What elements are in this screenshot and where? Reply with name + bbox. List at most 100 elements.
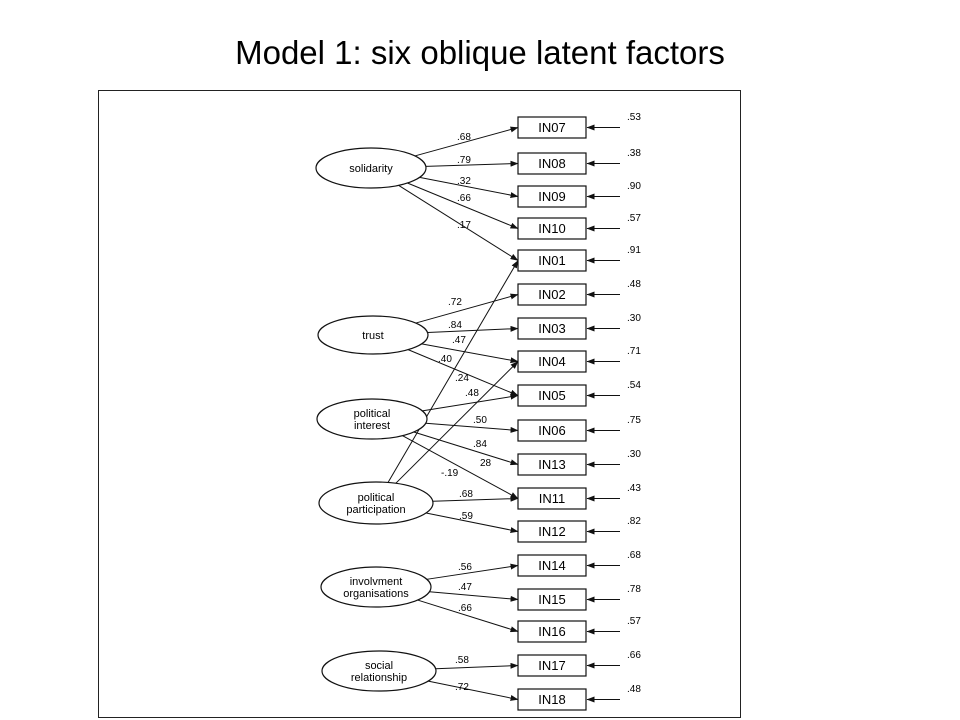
latent-ellipse xyxy=(315,147,427,189)
loading-path-solidarity-IN08 xyxy=(425,160,519,167)
indicator-IN15: IN15 xyxy=(517,588,587,611)
loading-path-trust-IN03 xyxy=(427,325,519,334)
indicator-box xyxy=(517,116,587,139)
loading-path-political_participation-IN01 xyxy=(387,260,519,483)
indicator-box xyxy=(517,453,587,476)
indicator-IN10: IN10 xyxy=(517,217,587,240)
loading-path-political_interest-IN13 xyxy=(413,431,519,466)
loading-path-political_interest-IN11 xyxy=(402,435,519,499)
loading-path-political_participation-IN12 xyxy=(425,512,519,533)
indicator-IN16: IN16 xyxy=(517,620,587,643)
error-variance: .53 xyxy=(627,112,641,123)
loading-path-trust-IN04 xyxy=(421,343,519,364)
loading-value: .66 xyxy=(457,193,471,204)
indicator-box xyxy=(517,217,587,240)
indicator-label: IN02 xyxy=(538,287,565,302)
indicator-label: IN05 xyxy=(538,388,565,403)
latent-ellipse xyxy=(320,566,432,608)
error-variance: .57 xyxy=(627,616,641,627)
latent-label: political xyxy=(358,492,395,504)
indicator-box xyxy=(517,620,587,643)
loading-path-political_interest-IN06 xyxy=(425,422,519,433)
loading-path-solidarity-IN09 xyxy=(419,176,519,199)
loading-value: .24 xyxy=(455,373,469,384)
indicator-IN07: IN07 xyxy=(517,116,587,139)
indicator-box xyxy=(517,249,587,272)
error-variance: .54 xyxy=(627,380,641,391)
loading-value: .47 xyxy=(458,582,472,593)
indicator-IN04: IN04 xyxy=(517,350,587,373)
indicator-label: IN03 xyxy=(538,321,565,336)
loading-value: .56 xyxy=(458,562,472,573)
latent-label: political xyxy=(354,408,391,420)
error-variance: .43 xyxy=(627,483,641,494)
indicator-label: IN18 xyxy=(538,692,565,707)
indicator-box xyxy=(517,185,587,208)
latent-label: participation xyxy=(346,504,405,516)
indicator-label: IN17 xyxy=(538,658,565,673)
indicator-IN17: IN17 xyxy=(517,654,587,677)
loading-path-political_participation-IN04 xyxy=(395,361,519,484)
error-variance: .90 xyxy=(627,181,641,192)
loading-value: .17 xyxy=(457,220,471,231)
latent-ellipse xyxy=(316,398,428,440)
indicator-label: IN12 xyxy=(538,524,565,539)
error-variance: .30 xyxy=(627,449,641,460)
loading-path-political_participation-IN11 xyxy=(432,495,519,502)
error-variance: .48 xyxy=(627,279,641,290)
indicator-label: IN14 xyxy=(538,558,565,573)
error-variance: .68 xyxy=(627,550,641,561)
loading-value: .72 xyxy=(455,682,469,693)
error-variance: .30 xyxy=(627,313,641,324)
loading-path-involvment_organisations-IN14 xyxy=(426,563,519,580)
indicator-label: IN13 xyxy=(538,457,565,472)
error-variance: .57 xyxy=(627,213,641,224)
indicator-label: IN15 xyxy=(538,592,565,607)
loading-path-solidarity-IN01 xyxy=(398,184,519,261)
indicator-box xyxy=(517,554,587,577)
error-variance: .71 xyxy=(627,346,641,357)
indicator-label: IN16 xyxy=(538,624,565,639)
error-variance: .38 xyxy=(627,148,641,159)
loading-path-solidarity-IN07 xyxy=(414,126,519,157)
loading-path-social_relationship-IN17 xyxy=(435,662,519,670)
indicator-IN03: IN03 xyxy=(517,317,587,340)
indicator-box xyxy=(517,283,587,306)
indicator-label: IN07 xyxy=(538,120,565,135)
error-paths xyxy=(586,124,620,703)
latent-trust: trust xyxy=(317,315,429,355)
loading-value: -.19 xyxy=(441,468,459,479)
indicator-box xyxy=(517,654,587,677)
indicator-IN06: IN06 xyxy=(517,419,587,442)
error-variance: .91 xyxy=(627,245,641,256)
indicator-label: IN01 xyxy=(538,253,565,268)
loading-path-political_interest-IN05 xyxy=(422,393,519,412)
latent-ellipse xyxy=(318,481,434,525)
indicator-box xyxy=(517,317,587,340)
error-variance: .82 xyxy=(627,516,641,527)
indicator-IN01: IN01 xyxy=(517,249,587,272)
loading-value: .50 xyxy=(473,415,487,426)
latent-label: involvment xyxy=(350,576,403,588)
loading-value: .72 xyxy=(448,297,462,308)
latent-label: trust xyxy=(362,330,383,342)
figure-frame xyxy=(98,90,741,718)
indicator-box xyxy=(517,152,587,175)
indicator-label: IN11 xyxy=(539,491,566,506)
loading-path-involvment_organisations-IN16 xyxy=(417,599,519,633)
latent-label: interest xyxy=(354,420,390,432)
indicator-label: IN10 xyxy=(538,221,565,236)
loading-path-solidarity-IN10 xyxy=(407,182,519,229)
indicator-IN02: IN02 xyxy=(517,283,587,306)
latent-ellipse xyxy=(317,315,429,355)
indicator-IN18: IN18 xyxy=(517,688,587,711)
loading-paths xyxy=(387,126,519,701)
indicator-label: IN04 xyxy=(538,354,565,369)
indicator-label: IN08 xyxy=(538,156,565,171)
indicator-box xyxy=(517,419,587,442)
loading-value: .84 xyxy=(448,320,462,331)
indicator-label: IN06 xyxy=(538,423,565,438)
